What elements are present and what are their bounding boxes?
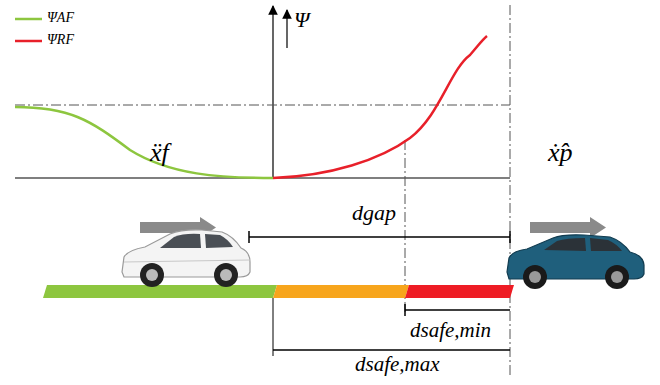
orange-zone	[273, 285, 409, 298]
safe-min-dimension	[405, 304, 510, 316]
acceleration-label: ẍf	[150, 136, 169, 170]
dimension-label: dsafe,min	[410, 317, 491, 344]
psi-arrow	[286, 10, 287, 48]
safe-max-dimension	[273, 349, 510, 351]
leader-car	[507, 235, 644, 289]
axis-symbol: Ψ	[294, 6, 309, 35]
legend-sample	[15, 40, 42, 43]
gap-end-line	[510, 5, 511, 375]
green-zone	[43, 285, 277, 298]
gap-dimension	[249, 231, 510, 243]
safe-max-tick	[273, 298, 274, 356]
attractive-curve	[15, 107, 273, 178]
dimension-label: dsafe,max	[355, 351, 440, 378]
legend-sample	[15, 18, 42, 21]
red-zone	[405, 285, 514, 298]
legend-text: ΨAF	[47, 10, 74, 27]
dimension-label: dgap	[352, 199, 396, 228]
follower-car	[122, 230, 250, 287]
repulsive-curve	[273, 36, 487, 178]
velocity-label: ẋ̂p	[548, 136, 573, 170]
legend-text: ΨRF	[47, 32, 74, 49]
y-axis	[272, 6, 273, 178]
